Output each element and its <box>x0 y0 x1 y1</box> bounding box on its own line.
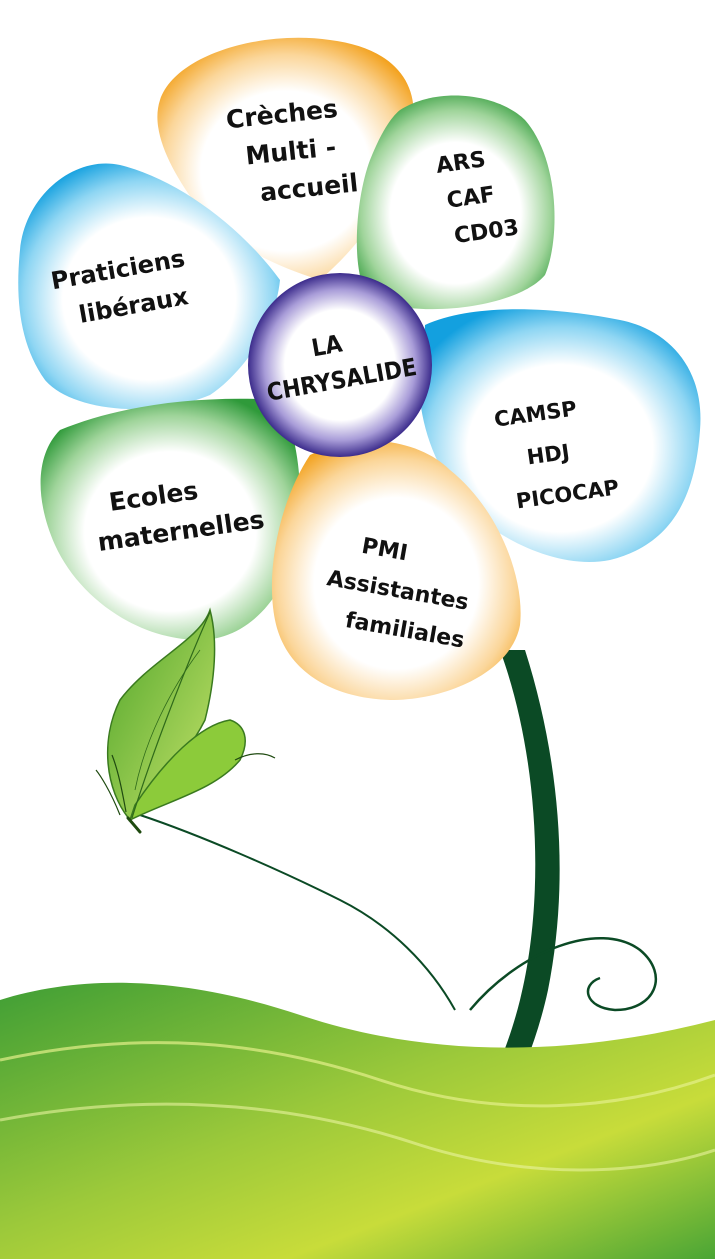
butterfly-tendril <box>139 814 456 1011</box>
petal-praticiens <box>18 163 280 410</box>
petal-pmi <box>271 440 521 700</box>
flower-stem <box>455 650 560 1140</box>
curl-tendril <box>469 936 658 1012</box>
center-circle <box>248 273 432 457</box>
petal-ecoles <box>40 398 300 640</box>
petal-camsp <box>420 309 701 562</box>
green-hills <box>0 982 715 1259</box>
petal-ars <box>356 95 555 310</box>
butterfly-icon <box>95 607 276 834</box>
